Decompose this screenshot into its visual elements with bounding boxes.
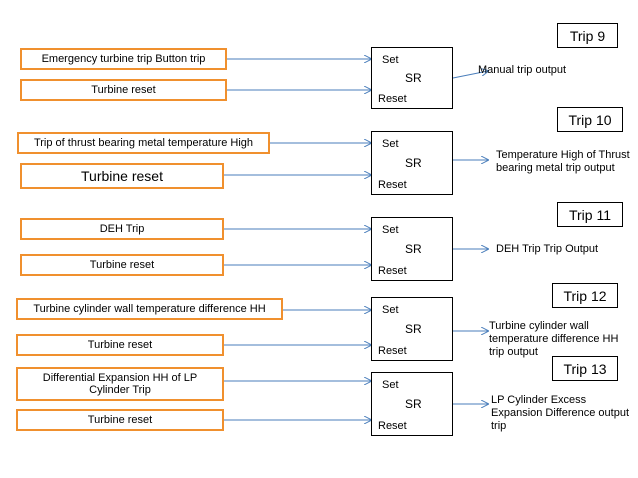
output-trip-12: Turbine cylinder wall temperature differ… bbox=[489, 320, 619, 358]
output-trip-9: Manual trip output bbox=[478, 64, 567, 76]
output-trip-11: DEH Trip Trip Output bbox=[496, 243, 599, 255]
sr-reset-13: Reset bbox=[378, 420, 407, 432]
turbine-reset-input-11: Turbine reset bbox=[20, 254, 224, 276]
sr-latch-12: Set SR Reset bbox=[371, 297, 453, 361]
sr-label-10: SR bbox=[405, 156, 422, 170]
sr-set-10: Set bbox=[382, 138, 399, 150]
thrust-bearing-input: Trip of thrust bearing metal temperature… bbox=[17, 132, 270, 154]
sr-set-9: Set bbox=[382, 54, 399, 66]
sr-set-12: Set bbox=[382, 304, 399, 316]
deh-trip-input: DEH Trip bbox=[20, 218, 224, 240]
arrow-out-9 bbox=[452, 71, 488, 79]
sr-latch-13: Set SR Reset bbox=[371, 372, 453, 436]
sr-reset-11: Reset bbox=[378, 265, 407, 277]
sr-label-9: SR bbox=[405, 71, 422, 85]
output-trip-13: LP Cylinder Excess Expansion Difference … bbox=[491, 394, 629, 432]
turbine-reset-input-13: Turbine reset bbox=[16, 409, 224, 431]
sr-set-11: Set bbox=[382, 224, 399, 236]
sr-reset-10: Reset bbox=[378, 179, 407, 191]
turbine-reset-input-10: Turbine reset bbox=[20, 163, 224, 189]
output-trip-10: Temperature High of Thrust bearing metal… bbox=[496, 149, 630, 174]
trip-10-label: Trip 10 bbox=[557, 107, 623, 132]
sr-reset-9: Reset bbox=[378, 93, 407, 105]
sr-set-13: Set bbox=[382, 379, 399, 391]
diff-expansion-input: Differential Expansion HH of LP Cylinder… bbox=[16, 367, 224, 401]
emergency-trip-input: Emergency turbine trip Button trip bbox=[20, 48, 227, 70]
sr-latch-11: Set SR Reset bbox=[371, 217, 453, 281]
sr-label-12: SR bbox=[405, 322, 422, 336]
sr-latch-9: Set SR Reset bbox=[371, 47, 453, 109]
turbine-reset-input-9: Turbine reset bbox=[20, 79, 227, 101]
trip-12-label: Trip 12 bbox=[552, 283, 618, 308]
trip-13-label: Trip 13 bbox=[552, 356, 618, 381]
trip-9-label: Trip 9 bbox=[557, 23, 618, 48]
sr-label-11: SR bbox=[405, 242, 422, 256]
sr-latch-10: Set SR Reset bbox=[371, 131, 453, 195]
cylinder-wall-input: Turbine cylinder wall temperature differ… bbox=[16, 298, 283, 320]
trip-11-label: Trip 11 bbox=[557, 202, 623, 227]
turbine-reset-input-12: Turbine reset bbox=[16, 334, 224, 356]
sr-label-13: SR bbox=[405, 397, 422, 411]
sr-reset-12: Reset bbox=[378, 345, 407, 357]
